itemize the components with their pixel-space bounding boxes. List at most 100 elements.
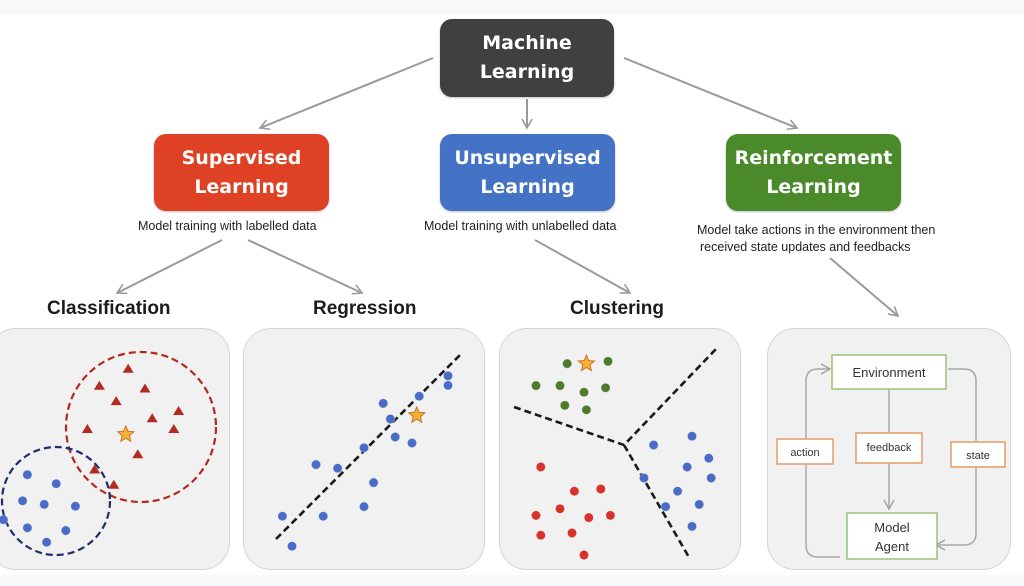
action-label: action bbox=[790, 447, 819, 459]
class-a-star bbox=[116, 424, 136, 443]
class-a-triangle bbox=[146, 413, 158, 423]
regression-point bbox=[385, 414, 396, 425]
clustering-title: Clustering bbox=[570, 298, 664, 319]
arrow-root-to-supervised bbox=[258, 57, 434, 131]
classification-panel bbox=[0, 328, 230, 570]
reinforcement-caption-line2: received state updates and feedbacks bbox=[700, 240, 911, 254]
cluster-blue-point bbox=[686, 521, 697, 532]
class-b-point bbox=[22, 469, 33, 480]
supervised-caption-text: Model training with labelled data bbox=[138, 219, 317, 233]
cluster-red-point bbox=[567, 527, 578, 538]
cluster-green-star bbox=[577, 353, 596, 372]
cluster-red-point bbox=[583, 512, 594, 523]
cluster-blue-point bbox=[672, 486, 683, 497]
reinforcement-line1: Reinforcement bbox=[734, 146, 893, 169]
cluster-red-point bbox=[535, 530, 546, 541]
class-b-point bbox=[60, 525, 71, 536]
regression-point bbox=[318, 511, 329, 522]
reinforcement-learning-node: Reinforcement Learning bbox=[726, 134, 901, 211]
supervised-line2: Learning bbox=[194, 175, 289, 198]
machine-learning-line1: Machine bbox=[482, 32, 572, 54]
regression-point bbox=[287, 541, 298, 552]
regression-star bbox=[407, 405, 427, 424]
state-label-box bbox=[950, 441, 1006, 468]
regression-point bbox=[359, 442, 370, 453]
class-b-point bbox=[70, 501, 81, 512]
state-label: state bbox=[966, 450, 990, 462]
cluster-green-point bbox=[603, 356, 614, 367]
regression-plot bbox=[275, 354, 461, 552]
environment-box bbox=[831, 354, 947, 390]
regression-point bbox=[390, 432, 401, 443]
cluster-boundary-lower bbox=[622, 444, 692, 560]
agent-box bbox=[846, 512, 938, 560]
environment-label: Environment bbox=[853, 365, 926, 380]
cluster-blue-point bbox=[660, 501, 671, 512]
regression-point bbox=[442, 370, 453, 381]
regression-point bbox=[442, 380, 453, 391]
reinforcement-panel: Environment Model Agent action feedback … bbox=[767, 328, 1011, 570]
supervised-learning-node: Supervised Learning bbox=[154, 134, 329, 211]
action-label-box bbox=[776, 438, 834, 465]
cluster-green-point bbox=[600, 382, 611, 393]
cluster-red-point bbox=[579, 549, 590, 560]
arrow-supervised-to-classification bbox=[115, 239, 223, 295]
class-a-triangle bbox=[93, 380, 105, 390]
class-a-triangle bbox=[139, 383, 151, 393]
reinforcement-line2: Learning bbox=[766, 175, 861, 198]
unsupervised-learning-node: Unsupervised Learning bbox=[440, 134, 615, 211]
agent-label-line1: Model bbox=[874, 520, 910, 535]
cluster-red-point bbox=[535, 461, 546, 472]
cluster-boundary-upper bbox=[513, 348, 717, 447]
cluster-blue-point bbox=[648, 440, 659, 451]
regression-title: Regression bbox=[313, 298, 417, 319]
regression-panel bbox=[243, 328, 485, 570]
class-a-triangle bbox=[122, 363, 134, 373]
reinforcement-caption: Model take actions in the environment th… bbox=[697, 222, 935, 256]
cluster-red-point bbox=[595, 483, 606, 494]
class-a-triangle bbox=[110, 396, 122, 406]
cluster-red-point bbox=[555, 503, 566, 514]
class-a-triangle bbox=[89, 464, 101, 474]
arrow-unsupervised-to-clustering bbox=[534, 239, 632, 294]
class-a-triangle bbox=[108, 479, 120, 489]
class-b-point bbox=[0, 514, 9, 525]
class-a-boundary bbox=[64, 350, 218, 504]
unsupervised-caption-text: Model training with unlabelled data bbox=[424, 219, 617, 233]
supervised-line1: Supervised bbox=[181, 146, 302, 169]
machine-learning-line2: Learning bbox=[479, 61, 575, 83]
cluster-red-point bbox=[605, 510, 616, 521]
regression-point bbox=[414, 391, 425, 402]
machine-learning-node: Machine Learning bbox=[440, 19, 614, 97]
feedback-label-box bbox=[855, 432, 923, 464]
feedback-label: feedback bbox=[867, 442, 912, 454]
arrow-reinforcement-to-panel bbox=[829, 257, 900, 318]
clustering-panel bbox=[499, 328, 741, 570]
cluster-blue-point bbox=[638, 472, 649, 483]
cluster-green-point bbox=[581, 404, 592, 415]
regression-point bbox=[311, 459, 322, 470]
class-b-point bbox=[51, 478, 62, 489]
classification-title: Classification bbox=[47, 298, 171, 319]
class-b-point bbox=[39, 499, 50, 510]
cluster-green-point bbox=[555, 380, 566, 391]
regression-point bbox=[277, 511, 288, 522]
class-b-point bbox=[41, 537, 52, 548]
cluster-green-point bbox=[530, 380, 541, 391]
cluster-red-point bbox=[569, 486, 580, 497]
class-b-point bbox=[22, 522, 33, 533]
regression-point bbox=[359, 501, 370, 512]
class-b-boundary bbox=[0, 445, 112, 557]
cluster-red-point bbox=[530, 510, 541, 521]
cluster-green-point bbox=[562, 358, 573, 369]
regression-point bbox=[406, 438, 417, 449]
arrow-root-to-reinforcement bbox=[623, 57, 799, 131]
cluster-blue-point bbox=[686, 431, 697, 442]
cluster-green-point bbox=[579, 387, 590, 398]
cluster-blue-point bbox=[706, 472, 717, 483]
classification-plot bbox=[0, 350, 218, 557]
supervised-caption: Model training with labelled data bbox=[138, 218, 317, 235]
arrow-supervised-to-regression bbox=[247, 239, 364, 295]
unsupervised-line1: Unsupervised bbox=[454, 146, 601, 169]
